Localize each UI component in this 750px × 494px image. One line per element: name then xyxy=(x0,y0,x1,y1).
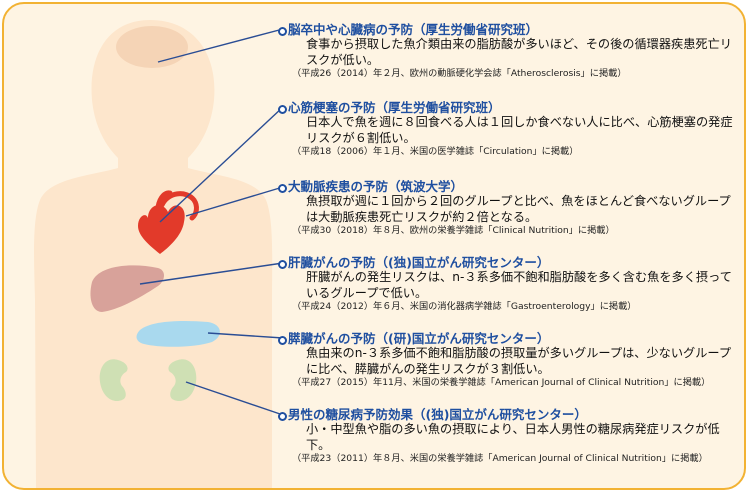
bullet-circle-icon xyxy=(278,336,287,345)
body-silhouette xyxy=(34,20,273,488)
item-aortic-disease: 大動脈疾患の予防（筑波大学） 魚摂取が週に１回から２回のグループと比べ、魚をほと… xyxy=(278,179,738,237)
brain-shape xyxy=(116,26,188,68)
bullet-circle-icon xyxy=(278,412,287,421)
item-description: 肝臓がんの発生リスクは、n-３系多価不飽和脂肪酸を多く含む魚を多く摂っているグル… xyxy=(306,270,732,300)
item-title: 肝臓がんの予防（(独)国立がん研究センター） xyxy=(278,255,738,270)
kidney-left-shape xyxy=(99,359,128,402)
item-title: 大動脈疾患の予防（筑波大学） xyxy=(278,179,738,194)
item-description: 魚摂取が週に１回から２回のグループと比べ、魚をほとんど食べないグループは大動脈疾… xyxy=(306,194,731,224)
item-source: （平成24（2012）年６月、米国の消化器病学雑誌「Gastroenterolo… xyxy=(292,301,637,312)
item-myocardial-infarction: 心筋梗塞の予防（厚生労働省研究班） 日本人で魚を週に８回食べる人は１回しか食べな… xyxy=(278,100,738,158)
item-source: （平成26（2014）年２月、欧州の動脈硬化学会誌「Atherosclerosi… xyxy=(292,68,627,79)
item-pancreatic-cancer: 膵臓がんの予防（(研)国立がん研究センター） 魚由来のn-３系多価不飽和脂肪酸の… xyxy=(278,331,738,389)
connector-line-aorta xyxy=(185,186,284,217)
bullet-circle-icon xyxy=(278,27,287,36)
item-description: 魚由来のn-３系多価不飽和脂肪酸の摂取量が多いグループは、少ないグループに比べ、… xyxy=(306,346,732,376)
bullet-circle-icon xyxy=(278,260,287,269)
item-diabetes-prevention: 男性の糖尿病予防効果（(独)国立がん研究センター） 小・中型魚や脂の多い魚の摂取… xyxy=(278,407,738,465)
liver-shape xyxy=(90,265,164,312)
bullet-circle-icon xyxy=(278,105,287,114)
item-source: （平成23（2011）年８月、米国の栄養学雑誌「American Journal… xyxy=(292,453,708,464)
item-description: 日本人で魚を週に８回食べる人は１回しか食べない人に比べ、心筋梗塞の発症リスクが６… xyxy=(306,115,733,145)
item-liver-cancer: 肝臓がんの予防（(独)国立がん研究センター） 肝臓がんの発生リスクは、n-３系多… xyxy=(278,255,738,313)
item-description: 小・中型魚や脂の多い魚の摂取により、日本人男性の糖尿病発症リスクが低下。 xyxy=(306,422,720,452)
connector-line-liver xyxy=(139,262,284,285)
item-description: 食事から摂取した魚介類由来の脂肪酸が多いほど、その後の循環器疾患死亡リスクが低い… xyxy=(306,37,732,67)
pancreas-shape xyxy=(136,320,220,347)
item-source: （平成18（2006）年１月、米国の医学雑誌「Circulation」に掲載） xyxy=(292,146,579,157)
item-source: （平成27（2015）年11月、米国の栄養学雑誌「American Journa… xyxy=(292,377,711,388)
item-title: 男性の糖尿病予防効果（(独)国立がん研究センター） xyxy=(278,407,738,422)
heart-shape xyxy=(138,190,199,254)
item-title: 心筋梗塞の予防（厚生労働省研究班） xyxy=(278,100,738,115)
connector-line-brain xyxy=(157,28,284,63)
item-title: 膵臓がんの予防（(研)国立がん研究センター） xyxy=(278,331,738,346)
connector-line-pancreas xyxy=(207,332,284,339)
connector-line-myocardial xyxy=(159,106,284,223)
connector-lines xyxy=(139,28,284,416)
item-source: （平成30（2018）年８月、欧州の栄養学雑誌「Clinical Nutriti… xyxy=(292,225,615,236)
bullet-circle-icon xyxy=(278,184,287,193)
item-stroke-prevention: 脳卒中や心臓病の予防（厚生労働省研究班） 食事から摂取した魚介類由来の脂肪酸が多… xyxy=(278,22,738,80)
item-title: 脳卒中や心臓病の予防（厚生労働省研究班） xyxy=(278,22,738,37)
connector-line-kidney xyxy=(185,381,284,416)
kidney-right-shape xyxy=(168,359,197,402)
